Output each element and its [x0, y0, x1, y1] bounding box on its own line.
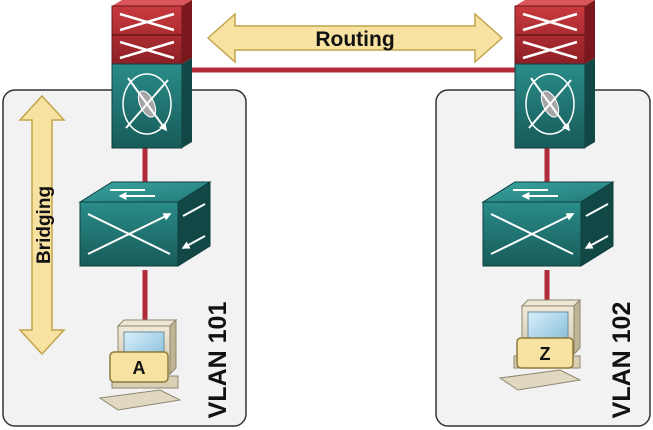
vlan101-label: VLAN 101 [204, 302, 232, 419]
switch-right [481, 181, 615, 267]
router-left [111, 0, 192, 149]
pc-left: A [98, 318, 182, 411]
pc-right: Z [498, 298, 582, 391]
bridging-arrow: Bridging [18, 94, 66, 356]
routing-arrow: Routing [206, 12, 504, 64]
host-z-label: Z [540, 344, 551, 364]
switch-left [78, 181, 212, 267]
router-right [514, 0, 595, 149]
vlan102-label: VLAN 102 [608, 302, 636, 419]
host-a-label: A [133, 358, 146, 378]
bridging-label: Bridging [34, 186, 55, 264]
routing-label: Routing [315, 28, 394, 51]
